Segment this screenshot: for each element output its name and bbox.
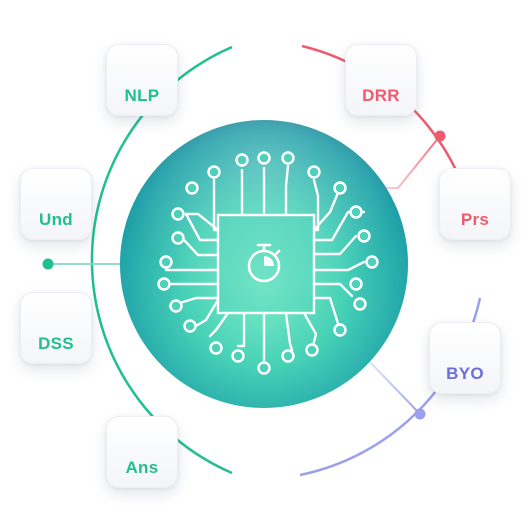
blue-connector [356,359,421,415]
node-label: NLP [124,86,160,105]
node-card-prs[interactable]: Prs [439,168,511,240]
blue-junction-dot [414,408,426,420]
circuit-nodes [157,151,379,375]
node-card-und[interactable]: Und [20,168,92,240]
node-card-nlp[interactable]: NLP [106,44,178,116]
red-junction-dot [434,130,446,142]
stopwatch-icon [247,243,281,283]
green-junction-dot [42,258,54,270]
node-card-dss[interactable]: DSS [20,292,92,364]
node-label: DRR [362,86,400,105]
node-card-ans[interactable]: Ans [106,416,178,488]
node-label: Und [39,210,73,229]
node-label: Ans [125,458,159,477]
node-label: BYO [446,364,484,383]
node-label: DSS [38,334,74,353]
chip-outline [216,213,316,315]
circuit-traces [164,164,366,362]
node-card-drr[interactable]: DRR [345,44,417,116]
node-label: Prs [460,210,490,229]
node-card-byo[interactable]: BYO [429,322,501,394]
